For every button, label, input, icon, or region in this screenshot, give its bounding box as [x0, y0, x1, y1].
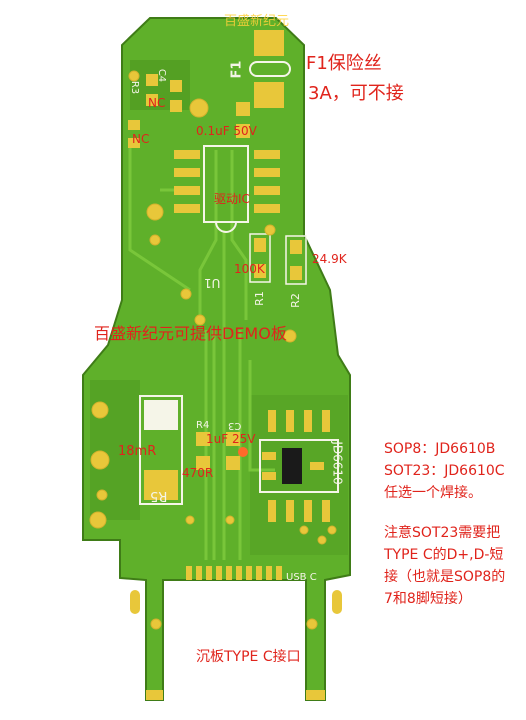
r1-pad	[254, 264, 266, 278]
label-nc-2: NC	[132, 132, 150, 146]
r2-pad	[290, 240, 302, 254]
label-r5: R5	[150, 488, 168, 503]
c3-pad	[226, 456, 240, 470]
pcb-outline	[82, 17, 351, 701]
label-c3: C3	[228, 420, 242, 431]
label-nc-1: NC	[148, 96, 166, 110]
label-driver-ic: 驱动IC	[214, 192, 250, 206]
r3-pad	[146, 74, 158, 86]
c4-pad	[170, 100, 182, 112]
ground-pour	[130, 60, 190, 110]
label-jd6610: JD6610	[330, 441, 345, 485]
fuse-silk	[249, 61, 291, 77]
note-attention: 注意SOT23需要把	[384, 525, 501, 541]
fuse-title: F1保险丝	[306, 53, 382, 74]
label-r4: R4	[196, 420, 210, 431]
r2-silk	[285, 235, 307, 285]
r3-pad	[146, 94, 158, 106]
driver-ic-pads	[174, 150, 280, 213]
fuse-designator: F1	[229, 60, 245, 79]
sot23-body	[282, 448, 302, 484]
note-sop8: SOP8：JD6610B	[384, 441, 496, 457]
note-short: 接（也就是SOP8的	[384, 569, 506, 585]
r4-pad	[196, 456, 210, 470]
sot23-pad	[262, 452, 276, 460]
cap-pad	[236, 102, 250, 116]
jd6610-silk	[259, 439, 339, 493]
label-cap-01uf: 0.1uF 50V	[196, 124, 257, 138]
label-r1: R1	[252, 291, 266, 306]
prong-right	[306, 690, 325, 700]
watermark: 百盛新纪元	[224, 14, 290, 29]
label-470r: 470R	[182, 466, 214, 480]
note-choose: 任选一个焊接。	[384, 485, 482, 501]
nc-pad	[128, 138, 140, 148]
vias	[89, 70, 337, 630]
test-dot	[238, 447, 248, 457]
label-1uf-25v: 1uF 25V	[206, 432, 256, 446]
typec-slot	[332, 590, 342, 614]
driver-ic-notch	[215, 221, 237, 233]
r5-pad	[144, 400, 178, 430]
r5-silk	[139, 395, 183, 505]
r1-pad	[254, 238, 266, 252]
note-sot23: SOT23：JD6610C	[384, 463, 505, 479]
label-r3: R3	[129, 80, 141, 95]
c3-pad	[226, 432, 240, 446]
label-typec: 沉板TYPE C接口	[196, 649, 301, 665]
r2-pad	[290, 266, 302, 280]
label-100k: 100K	[234, 262, 265, 276]
nc-pad	[128, 120, 140, 130]
label-u1: U1	[204, 276, 221, 290]
r4-pad	[196, 432, 210, 446]
sot23-pad	[262, 472, 276, 480]
fuse-subtitle: 3A，可不接	[308, 83, 404, 104]
note-pins: 7和8脚短接）	[384, 591, 472, 607]
label-r2: R2	[288, 293, 302, 308]
cap-pad	[236, 124, 250, 138]
fuse-pad-top	[254, 30, 284, 56]
label-demo-board: 百盛新纪元可提供DEMO板	[94, 324, 287, 343]
label-18mr: 18mR	[118, 444, 157, 459]
typec-slot	[130, 590, 140, 614]
driver-ic-outline	[203, 145, 249, 223]
sot23-pad	[310, 462, 324, 470]
jd6610-pads	[268, 410, 330, 522]
r1-silk	[249, 233, 271, 283]
label-c4: C4	[156, 68, 168, 83]
typec-pads	[186, 566, 282, 580]
c4-pad	[170, 80, 182, 92]
r5-pad	[144, 470, 178, 500]
prong-left	[146, 690, 163, 700]
fuse-pad-bottom	[254, 82, 284, 108]
label-24-9k: 24.9K	[312, 252, 347, 266]
label-usb-c: USB C	[286, 572, 317, 583]
note-typec: TYPE C的D+,D-短	[384, 547, 504, 563]
